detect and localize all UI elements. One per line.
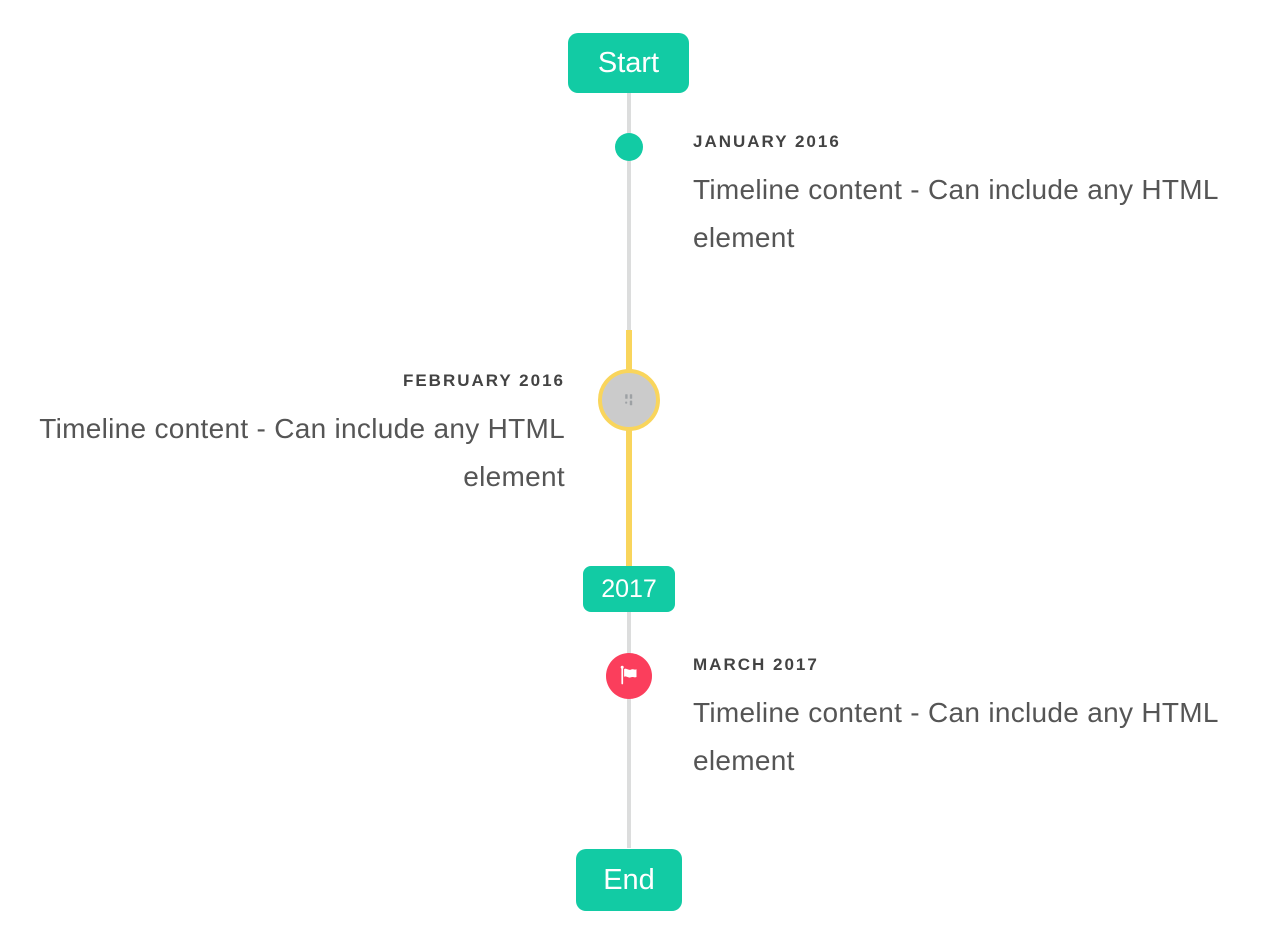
item-title: FEBRUARY 2016 [402, 371, 565, 390]
item-title: MARCH 2017 [693, 655, 819, 674]
timeline-item-february: FEBRUARY 2016 Timeline content - Can inc… [25, 370, 565, 501]
item-content: Timeline content - Can include any HTML … [693, 697, 1218, 776]
marker-circle-february [598, 369, 660, 431]
broken-image-icon [625, 394, 633, 406]
item-title: JANUARY 2016 [693, 132, 841, 151]
marker-dot-january [615, 133, 643, 161]
item-content: Timeline content - Can include any HTML … [39, 413, 565, 492]
item-content: Timeline content - Can include any HTML … [693, 174, 1218, 253]
timeline-rail-highlight [626, 330, 632, 566]
year-badge-2017[interactable]: 2017 [583, 566, 675, 612]
flag-icon [620, 665, 637, 685]
timeline-item-march: MARCH 2017 Timeline content - Can includ… [693, 654, 1223, 785]
start-badge[interactable]: Start [568, 33, 689, 93]
timeline-item-january: JANUARY 2016 Timeline content - Can incl… [693, 131, 1223, 262]
end-badge[interactable]: End [576, 849, 682, 911]
marker-flag-march [606, 653, 652, 699]
